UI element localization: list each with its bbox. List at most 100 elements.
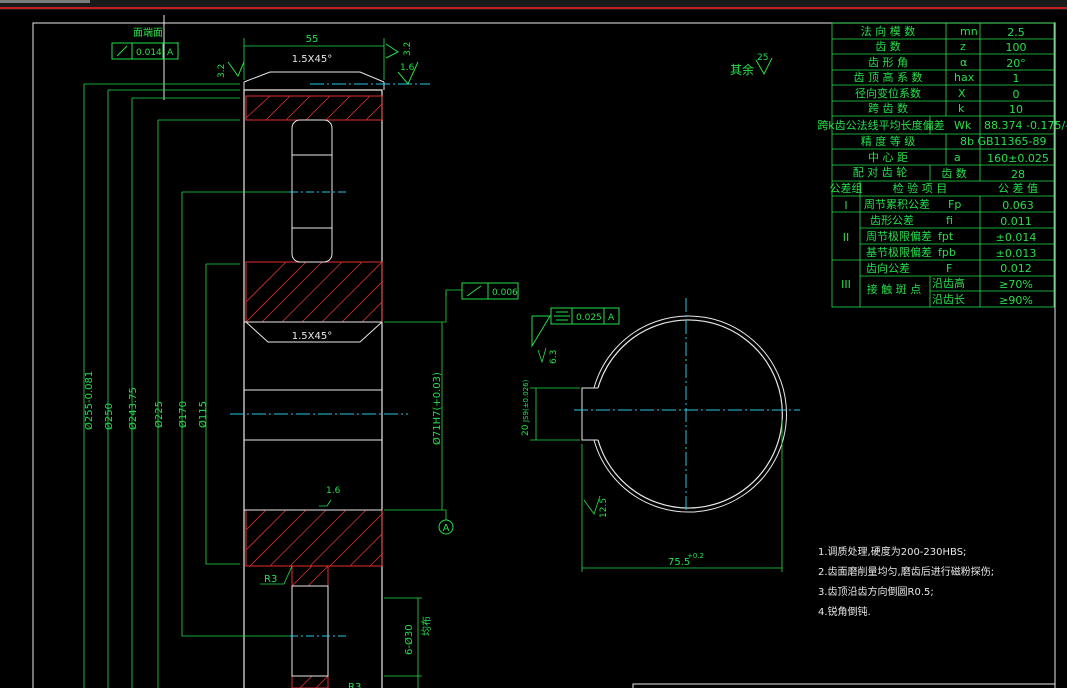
- tol-header-value: 公 差 值: [998, 181, 1038, 195]
- holes-note: 均布: [421, 616, 433, 636]
- drawing-frame: [32, 22, 1056, 688]
- dim-dia-225: Ø225: [153, 401, 165, 428]
- row-symbol-shift: X: [958, 87, 966, 100]
- face-label: 面端面: [133, 26, 163, 39]
- note-2: 2.齿面磨削量均匀,磨齿后进行磁粉探伤;: [818, 565, 994, 578]
- runout-frame-top: [111, 42, 179, 60]
- tol-header-group: 公差组: [830, 181, 863, 195]
- runout-bore-value: 0.006: [492, 288, 518, 298]
- item-fp-label: 周节累积公差: [864, 197, 930, 211]
- item-contact-label: 接 触 斑 点: [867, 282, 922, 296]
- rough-face-symbol: [397, 61, 419, 85]
- row-label-span: 跨 齿 数: [868, 102, 908, 115]
- rough-face-text: 1.6: [400, 63, 415, 73]
- item-fpt-value: ±0.014: [996, 231, 1037, 244]
- symmetry-value: 0.025: [576, 313, 602, 323]
- runout-top-value: 0.014: [136, 48, 162, 58]
- row-value-angle: 20°: [1006, 57, 1026, 70]
- dim-dia-115: Ø115: [197, 401, 209, 428]
- item-f-symbol: F: [946, 262, 952, 275]
- item-fp-value: 0.063: [1002, 199, 1034, 212]
- item-fpb-symbol: fpb: [938, 246, 956, 259]
- item-fpt-label: 周节极限偏差: [866, 229, 932, 243]
- dim-dia-243: Ø243.75: [127, 387, 139, 430]
- item-fi-label: 齿形公差: [870, 213, 914, 227]
- item-fp-symbol: Fp: [948, 198, 961, 211]
- gear-section-view: [163, 15, 430, 688]
- row-label-wk: 跨k齿公法线平均长度偏差: [817, 118, 944, 132]
- symmetry-icon: [554, 311, 570, 321]
- rough-right-text: 3.2: [403, 42, 413, 56]
- holes-dim: 6-Ø30: [403, 624, 415, 655]
- row-symbol-wk: Wk: [954, 119, 972, 132]
- rest-value: 25: [757, 53, 768, 63]
- runout-icon: [116, 45, 128, 57]
- rest-label: 其余: [730, 62, 754, 77]
- dimension-lines: [83, 38, 462, 688]
- group-ii: II: [843, 231, 850, 244]
- row-symbol-module: mn: [960, 25, 978, 38]
- item-f-label: 齿向公差: [866, 261, 910, 275]
- item-fpb-value: ±0.013: [996, 247, 1037, 260]
- row-symbol-center: a: [954, 151, 961, 164]
- row-value-wk: 88.374 -0.175/-0.205: [984, 119, 1067, 132]
- row-value-addendum: 1: [1013, 72, 1020, 85]
- note-4: 4.锐角倒钝.: [818, 605, 871, 618]
- item-f-value: 0.012: [1000, 262, 1032, 275]
- window-tab[interactable]: [0, 0, 90, 3]
- dim-dia-255: Ø255-0.081: [83, 371, 95, 430]
- gear-parameter-table: 法 向 模 数 mn 2.5 齿 数 z 100 齿 形 角 α 20° 齿 顶…: [817, 22, 1067, 308]
- row-symbol-teeth: z: [960, 40, 966, 53]
- item-contact-length-value: ≥90%: [999, 294, 1033, 307]
- note-1: 1.调质处理,硬度为200-230HBS;: [818, 545, 966, 558]
- item-fi-symbol: fi: [946, 214, 953, 227]
- note-3: 3.齿顶沿齿方向倒圆R0.5;: [818, 585, 934, 598]
- row-label-addendum: 齿 顶 高 系 数: [854, 70, 923, 84]
- rough-keyway-text: 6.3: [549, 350, 559, 364]
- group-i: I: [844, 199, 847, 212]
- leader-symmetry: [531, 315, 551, 348]
- row-value-teeth: 100: [1006, 41, 1027, 54]
- row-symbol-span: k: [958, 102, 965, 115]
- row-value-span: 10: [1009, 103, 1023, 116]
- dim-bore: Ø71H7(+0.03): [431, 372, 443, 445]
- row-label-center: 中 心 距: [868, 151, 908, 164]
- row-label-shift: 径向变位系数: [855, 86, 921, 100]
- row-value-mate: 28: [1011, 168, 1025, 181]
- row-label-angle: 齿 形 角: [868, 56, 908, 69]
- runout-top-datum: A: [167, 48, 174, 58]
- hub-depth-tol: +0.2: [687, 552, 704, 560]
- hub-depth: 75.5: [668, 557, 690, 568]
- row-symbol-mate: 齿 数: [941, 167, 967, 180]
- rough-left-symbol: [227, 61, 245, 78]
- keyway-tol: JS9(±0.026): [522, 379, 530, 423]
- row-value-shift: 0: [1013, 88, 1020, 101]
- row-value-module: 2.5: [1007, 26, 1025, 39]
- row-label-mate: 配 对 齿 轮: [853, 165, 908, 179]
- item-fpt-symbol: fpt: [938, 230, 954, 243]
- fillet-r3: R3: [264, 574, 277, 585]
- datum-a-circle-label: A: [443, 523, 450, 534]
- item-fpb-label: 基节极限偏差: [866, 245, 932, 259]
- fillet-r3b: R3: [348, 682, 361, 688]
- item-contact-height-symbol: 沿齿高: [932, 276, 965, 290]
- group-iii: III: [841, 278, 851, 291]
- row-symbol-addendum: hax: [954, 71, 975, 84]
- keyway-width: 20: [521, 424, 531, 436]
- row-label-grade: 精 度 等 级: [861, 134, 916, 148]
- item-contact-height-value: ≥70%: [999, 278, 1033, 291]
- technical-notes: 1.调质处理,硬度为200-230HBS; 2.齿面磨削量均匀,磨齿后进行磁粉探…: [818, 545, 994, 618]
- item-contact-length-symbol: 沿齿长: [932, 293, 965, 306]
- rest-rough-symbol: [755, 57, 773, 76]
- chamfer-bore: 1.5X45°: [292, 331, 332, 342]
- row-value-center: 160±0.025: [987, 152, 1049, 165]
- hatch-rim-top: [245, 95, 383, 688]
- dim-dia-170: Ø170: [177, 401, 189, 428]
- rough-bore-text: 1.6: [326, 486, 341, 496]
- tol-header-item: 检 验 项 目: [893, 181, 948, 195]
- row-value-grade: 8b GB11365-89: [960, 135, 1047, 148]
- runout-bore-icon: [466, 285, 482, 297]
- row-label-teeth: 齿 数: [875, 40, 901, 53]
- rough-left-text: 3.2: [217, 64, 227, 78]
